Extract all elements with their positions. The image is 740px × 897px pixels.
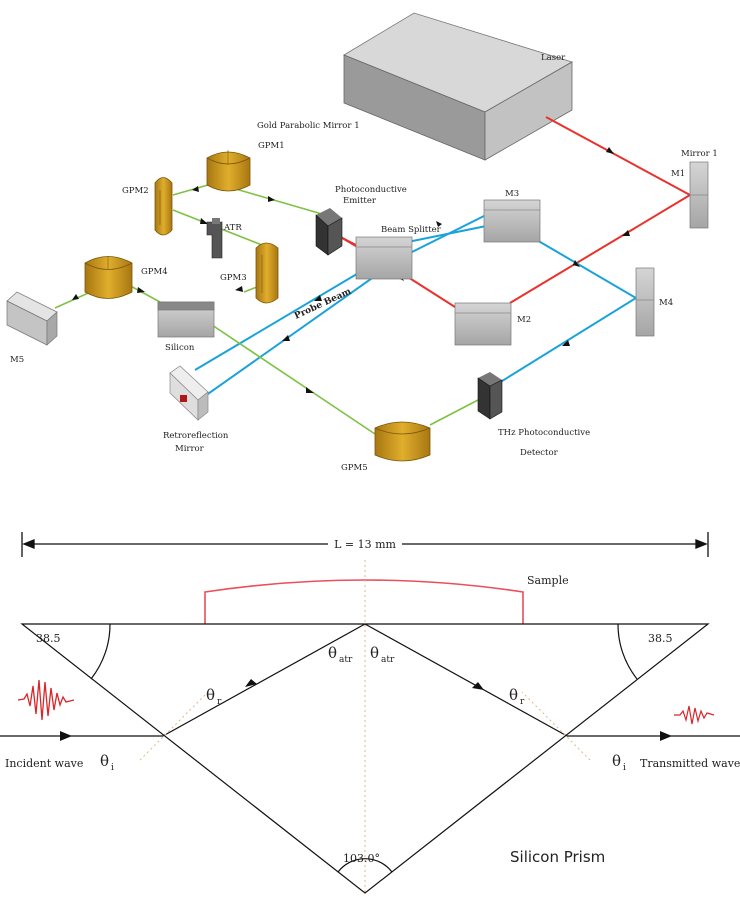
m5-mirror — [6, 291, 58, 346]
right-angle-label: 38.5 — [648, 632, 673, 645]
svg-text:θ: θ — [206, 686, 215, 704]
theta-i-right: θ i — [612, 752, 626, 773]
sample-outline — [204, 579, 524, 624]
m1-label: M1 — [671, 169, 685, 179]
incident-wave-label: Incident wave — [5, 757, 83, 770]
m5-label: M5 — [10, 355, 24, 365]
svg-text:θ: θ — [509, 686, 518, 704]
right-angle-arc — [617, 623, 638, 680]
gold-parabolic-mirror-1-label: Gold Parabolic Mirror 1 — [257, 121, 360, 131]
retroreflection-label-2: Mirror — [175, 444, 205, 454]
m2-label: M2 — [517, 315, 531, 325]
theta-i-left: θ i — [100, 752, 114, 773]
thz-detector-label-1: THz Photoconductive — [498, 428, 590, 438]
svg-text:r: r — [520, 697, 525, 707]
gpm2-label: GPM2 — [122, 186, 149, 196]
apex-angle-label: 103.0° — [343, 852, 380, 865]
svg-text:r: r — [217, 697, 222, 707]
mirror-1-caption: Mirror 1 — [681, 149, 718, 159]
m1-mirror — [689, 161, 709, 229]
laser-label: Laser — [541, 53, 566, 63]
gpm4-mirror — [84, 256, 133, 299]
thz-photoconductive-detector — [477, 372, 503, 420]
left-angle-label: 38.5 — [36, 632, 61, 645]
atr-label: ATR — [223, 223, 242, 233]
laser-box — [343, 12, 573, 161]
svg-text:θ: θ — [100, 752, 109, 770]
incident-pulse-icon — [17, 679, 75, 721]
gpm3-label: GPM3 — [220, 273, 247, 283]
retroreflection-mirror — [169, 365, 209, 421]
incident-arrow — [60, 731, 72, 741]
svg-text:θ: θ — [328, 644, 337, 662]
apex-angle-arc — [337, 858, 393, 873]
left-angle-arc — [90, 623, 111, 680]
svg-text:i: i — [623, 763, 626, 773]
beam-splitter — [355, 236, 413, 280]
silicon-prism-title: Silicon Prism — [510, 848, 605, 866]
refracted-ray-out — [364, 623, 568, 737]
probe-beam-label: Probe Beam — [293, 287, 353, 322]
gpm5-label: GPM5 — [341, 463, 368, 473]
gpm5-mirror — [374, 421, 431, 462]
m4-mirror — [635, 267, 655, 337]
svg-text:θ: θ — [370, 644, 379, 662]
m3-mirror — [483, 199, 541, 243]
photoconductive-emitter-label-2: Emitter — [343, 196, 377, 206]
m2-mirror — [454, 302, 512, 346]
theta-atr-left: θ atr — [328, 644, 353, 665]
ray-arrow-out — [472, 682, 484, 690]
svg-text:θ: θ — [612, 752, 621, 770]
beam-splitter-label: Beam Splitter — [381, 225, 442, 235]
svg-text:i: i — [111, 763, 114, 773]
silicon-prism-diagram: L = 13 mm Sample 38.5 38.5 103.0° θ at — [0, 532, 740, 894]
svg-text:atr: atr — [339, 655, 353, 665]
ray-arrow-in — [245, 679, 257, 687]
gpm3-mirror — [255, 242, 279, 304]
sample-label: Sample — [527, 574, 569, 587]
silicon-block — [157, 301, 215, 338]
atr-element — [206, 218, 223, 259]
gpm1-label: GPM1 — [258, 141, 285, 151]
svg-text:atr: atr — [381, 655, 395, 665]
m4-label: M4 — [659, 298, 673, 308]
entry-normal — [139, 691, 209, 761]
theta-r-left: θ r — [206, 686, 222, 707]
theta-atr-right: θ atr — [370, 644, 395, 665]
silicon-label: Silicon — [165, 343, 195, 353]
m3-label: M3 — [505, 189, 519, 199]
gpm2-mirror — [154, 177, 173, 236]
retroreflection-label-1: Retroreflection — [163, 431, 229, 441]
exit-normal — [521, 691, 591, 761]
transmitted-arrow — [660, 731, 672, 741]
theta-r-right: θ r — [509, 686, 525, 707]
transmitted-wave-label: Transmitted wave — [640, 757, 740, 770]
gpm1-mirror — [206, 150, 251, 192]
refracted-ray-in — [162, 623, 366, 737]
thz-setup-schematic: Laser — [6, 12, 718, 473]
thz-beam — [54, 182, 479, 435]
gpm4-label: GPM4 — [141, 267, 168, 277]
thz-detector-label-2: Detector — [520, 448, 559, 458]
photoconductive-emitter-label-1: Photoconductive — [335, 185, 407, 195]
length-label: L = 13 mm — [334, 538, 396, 551]
transmitted-pulse-icon — [674, 705, 715, 725]
photoconductive-emitter — [315, 208, 343, 256]
